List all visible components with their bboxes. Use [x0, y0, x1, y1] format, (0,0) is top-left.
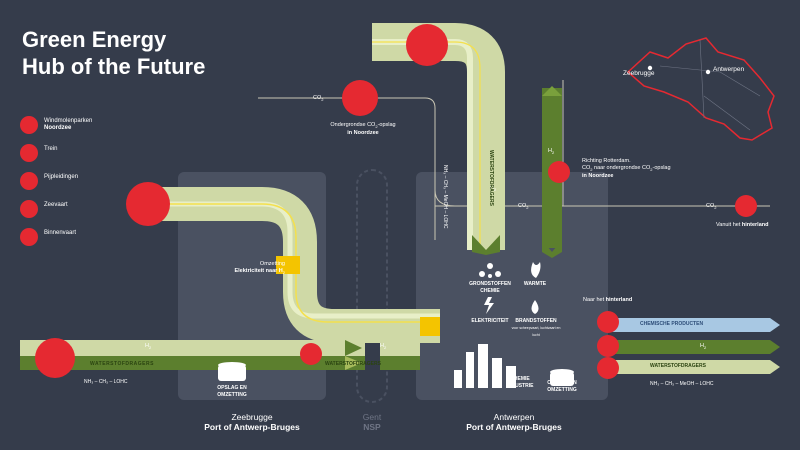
legend-item-trein: Trein [20, 144, 140, 172]
port-name: NSP [363, 422, 381, 432]
pipeline-label-h2-left: H2 [145, 343, 152, 351]
pipeline-icon [20, 172, 38, 190]
pipeline-label-h2-vertical: H2 [548, 148, 555, 156]
map-belgium [626, 37, 775, 141]
pipeline-label-waterstofdragers-right: WATERSTOFDRAGERS [650, 363, 706, 369]
pipeline-bottom-right [610, 318, 780, 374]
barge-icon [20, 228, 38, 246]
hub-label-warmte: WARMTE [523, 281, 547, 287]
hub-label-elektriciteit: ELEKTRICITEIT [471, 318, 509, 324]
legend-label: Trein [44, 146, 58, 152]
ship-icon [20, 200, 38, 218]
pipeline-label-h2-mid: H2 [380, 343, 387, 351]
carriers-label-vertical: NH₃ – CH₃ – MeOH – LOHC [442, 165, 448, 229]
port-city: Gent [362, 412, 382, 422]
pipeline-label-h2-right: H2 [700, 343, 707, 351]
pipeline-label-waterstofdragers-vertical: WATERSTOFDRAGERS [488, 150, 494, 206]
co2-label-middle: CO2 [518, 203, 529, 211]
storage-zeebrugge [218, 362, 246, 381]
title-line-1: Green Energy [22, 27, 167, 52]
pipeline-label-waterstofdragers-mid: WATERSTOFDRAGERS [325, 361, 381, 367]
legend-label-bold: Noordzee [44, 125, 72, 131]
co2-label-right: CO2 [706, 203, 717, 211]
port-antwerpen: Antwerpen Port of Antwerp-Bruges [452, 412, 576, 432]
pipeline-label-chemische-producten: CHEMISCHE PRODUCTEN [640, 321, 704, 327]
port-zeebrugge: Zeebrugge Port of Antwerp-Bruges [192, 412, 312, 432]
red-badges [35, 24, 757, 379]
wind-turbine-icon [20, 116, 38, 134]
map-label-zeebrugge: Zeebrugge [623, 70, 655, 77]
title-line-2: Hub of the Future [22, 54, 206, 79]
legend-item-zeevaart: Zeevaart [20, 200, 140, 228]
zone-gent [356, 169, 388, 403]
storage-antwerpen [550, 369, 574, 386]
legend-label: Binnenvaart [44, 230, 77, 236]
port-name: Port of Antwerp-Bruges [204, 422, 300, 432]
hub-icons [479, 262, 541, 314]
port-gent: Gent NSP [342, 412, 402, 432]
pipeline-bottom-left [20, 340, 420, 370]
legend-item-binnenvaart: Binnenvaart [20, 228, 140, 256]
page-title: Green Energy Hub of the Future [22, 26, 205, 80]
legend-item-pijpleidingen: Pijpleidingen [20, 172, 140, 200]
rotterdam-label: Richting Rotterdam. CO2 naar ondergronds… [582, 158, 671, 180]
port-city: Antwerpen [493, 412, 535, 422]
co2-storage-label: Ondergrondse CO2-opslag in Noordzee [330, 122, 396, 137]
co2-label-top: CO2 [313, 95, 324, 103]
pipeline-label-waterstofdragers-left: WATERSTOFDRAGERS [90, 361, 154, 367]
train-icon [20, 144, 38, 162]
carriers-label-left: NH₃ – CH₃ – LOHC [84, 379, 128, 385]
conversion-label: Omzetting Elektriciteit naar H2 [234, 261, 285, 276]
legend-label: Windmolenparken [44, 118, 93, 124]
pipeline-label-h2-top: H2 [490, 185, 497, 193]
legend-label: Pijpleidingen [44, 174, 79, 180]
pipeline-wind [155, 187, 440, 343]
port-city: Zeebrugge [231, 412, 273, 422]
port-name: Port of Antwerp-Bruges [466, 422, 562, 432]
carriers-label-right: NH₃ – CH₃ – MeOH – LOHC [650, 381, 714, 387]
hinterland-in-label: Vanuit het hinterland [716, 222, 769, 228]
map-label-antwerpen: Antwerpen [713, 66, 745, 73]
refinery-antwerpen [454, 344, 516, 388]
naar-hinterland-label: Naar het hinterland [583, 297, 633, 303]
legend-label: Zeevaart [44, 202, 68, 208]
pipeline-top-ship [372, 23, 505, 255]
